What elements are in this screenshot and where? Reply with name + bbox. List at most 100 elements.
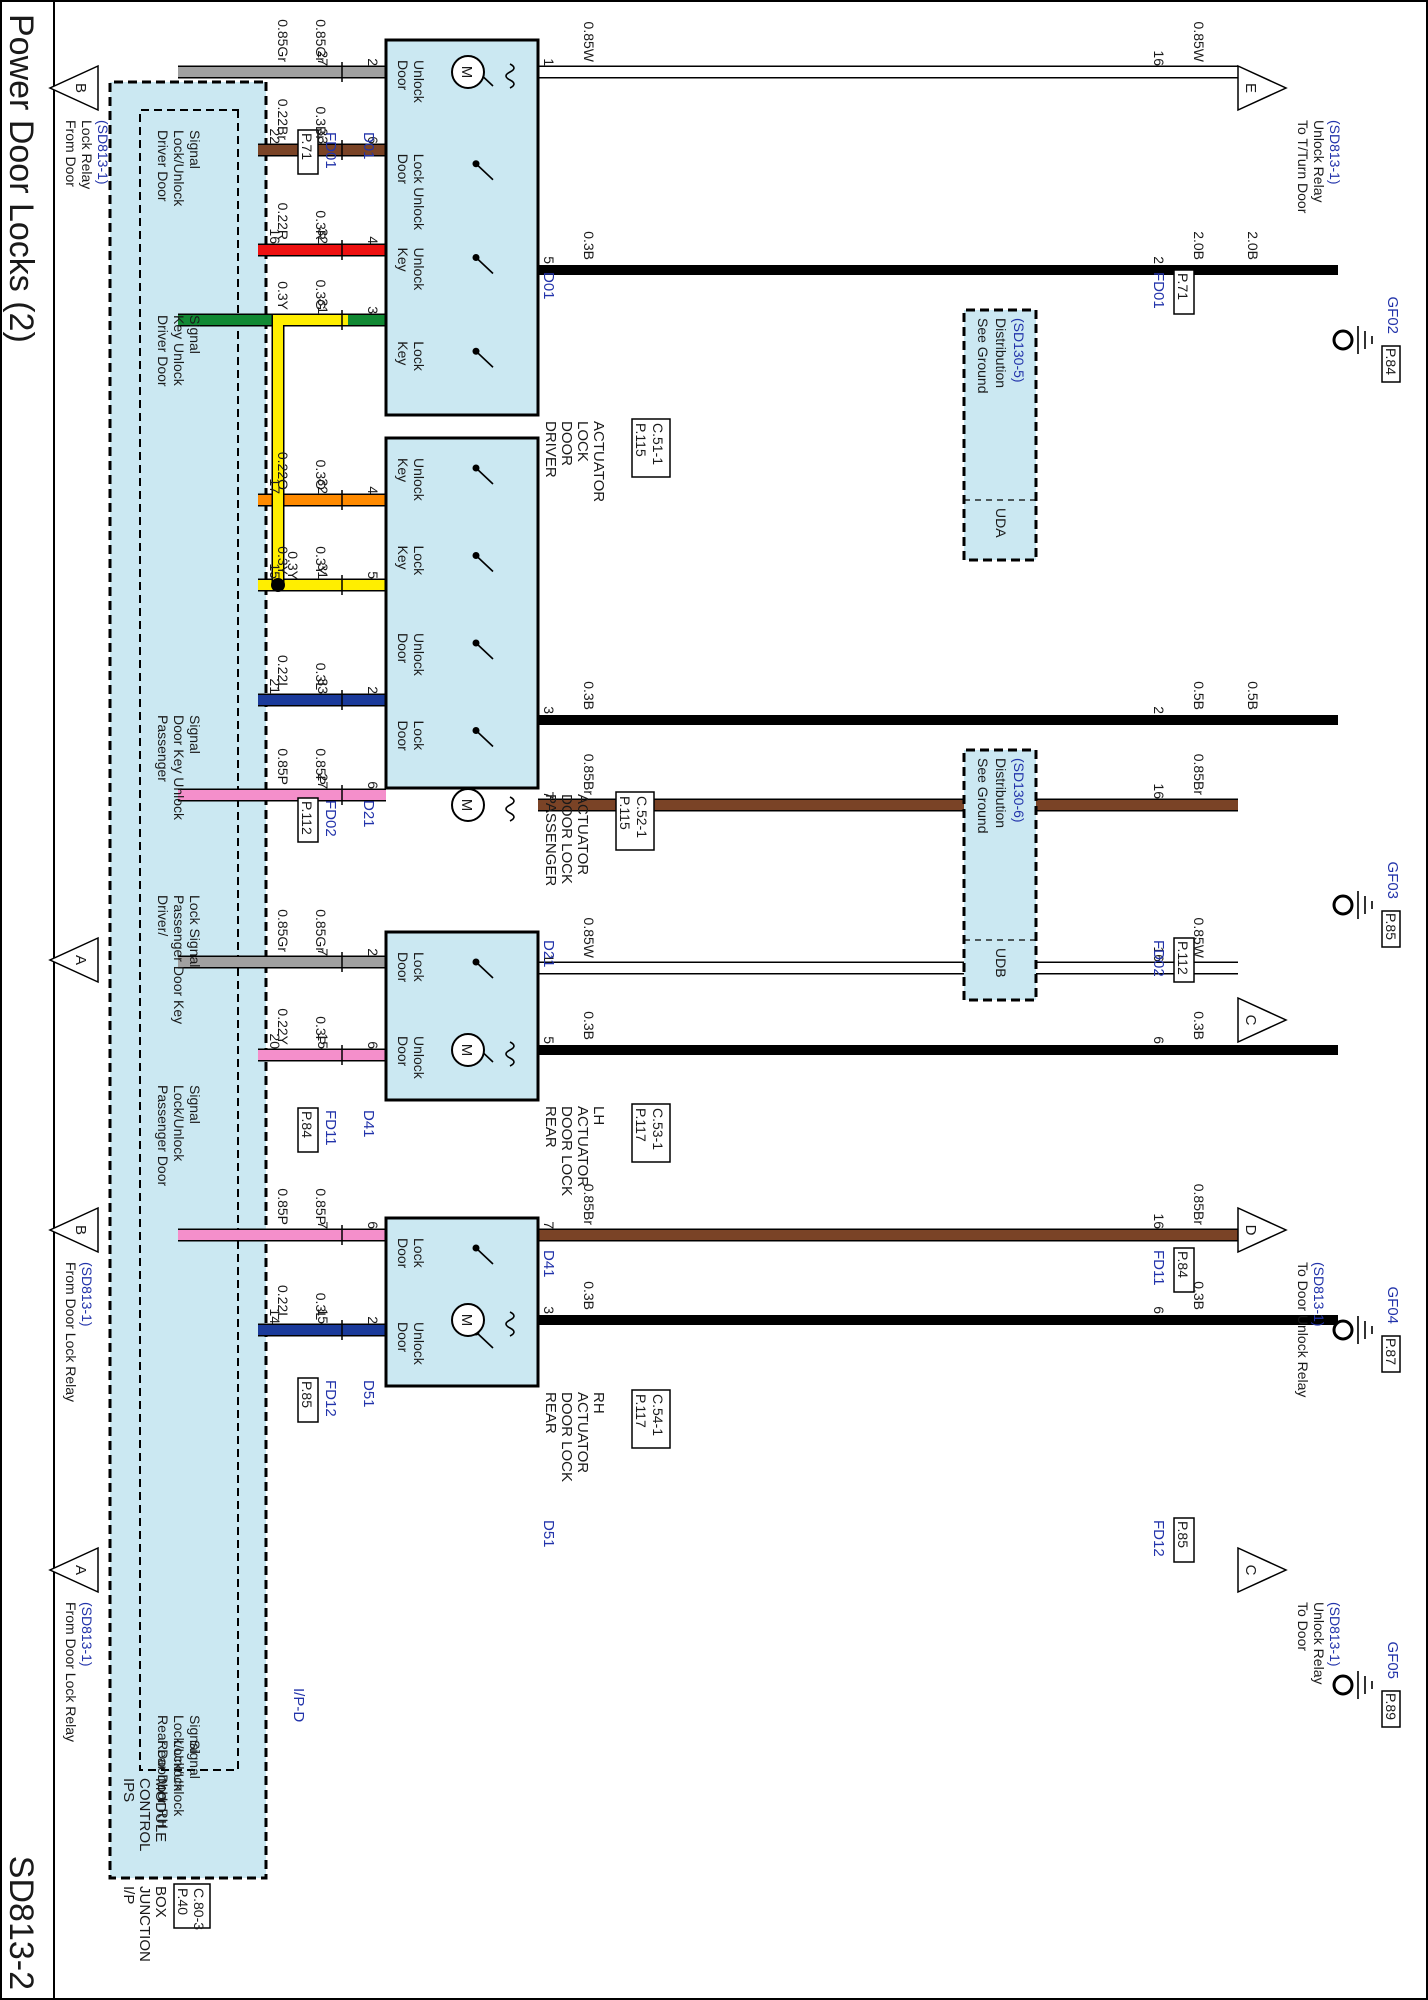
wire-yellow-branch-label: 0.3Y [285,551,301,580]
switch-label-2-3-2: Unlock [411,633,427,677]
switch-label-3-1-2: Lock [411,952,427,983]
pin-mod-6: 15 [267,563,283,579]
coil-symbol-3 [505,1041,515,1067]
module-inner-line-1: IPS [120,1778,137,1802]
pin-act-bottom-3: 3 [541,706,557,714]
ground-dist-ref-1: (SD130-5) [1011,318,1027,383]
ref-top-src-1: (SD813-1) [95,120,111,185]
actuator-label-2-3: ACTUATOR [574,794,591,875]
conn-page-bottom-4: P.85 [1175,1521,1191,1548]
ground-name-1: GF02 [1384,296,1401,334]
ref-top-line-1-1: From Door [63,120,79,187]
switch-label-2-2-2: Lock [411,546,427,577]
actuator-ref-conn-1: C.51-1 [650,423,666,465]
actuator-label-4-1: REAR [542,1392,559,1434]
ground-name-4: GF05 [1384,1641,1401,1679]
ref-top-line-1-2: Lock Relay [79,120,95,189]
switch-label-2-4-1: Door [395,721,411,752]
ref-letter-top-1: B [72,83,89,93]
pin-mod-12: 14 [267,1308,283,1324]
page-title: Power Door Locks (2) [2,14,40,343]
motor-letter-2: M [458,799,475,812]
switch-label-4-1-1: Door [395,1238,411,1269]
ref-letter-bottom-2: C [1242,1015,1259,1026]
wire-bottom-label-a-4: 0.85Br [581,754,597,796]
module-signal-6-3: Signal [187,1715,203,1754]
wire-yellow-branch [273,315,348,585]
switch-contact-4-1 [475,1247,494,1265]
module-signal-1-3: Signal [187,130,203,169]
pin-fd-bottom-7: 16 [1151,1213,1167,1229]
ref-triangle-top-4 [48,1546,99,1594]
pin-fd-bottom-5: 16 [1151,946,1167,962]
pin-act-top-10: 6 [365,1041,381,1049]
wire-label-a-11: 0.85P [313,1188,329,1225]
pin-act-top-4: 3 [365,306,381,314]
wire-bottom-label-a-6: 0.3B [581,1011,597,1040]
ground-dist-line-1-1: See Ground [975,318,991,394]
module-signal-1-1: Driver Door [155,130,171,202]
actuator-label-2-1: PASSENGER [542,794,559,886]
pin-act-bottom-6: 5 [541,1036,557,1044]
module-signal-6-1: Rear Door LH [155,1715,171,1801]
conn-page-bottom-2: P.112 [1175,941,1191,975]
ref-bottom-line-1-2: Unlock Relay [1311,120,1327,202]
switch-label-1-4-2: Lock [411,341,427,372]
switch-contact-1-4 [475,350,494,368]
switch-label-1-4-1: Key [395,341,411,365]
pin-act-bottom-8: 3 [541,1306,557,1314]
actuator-box-1 [384,38,540,417]
actuator-ref-page-4: P.117 [633,1394,649,1428]
actuator-ref-box-2 [615,791,655,851]
pin-mod-5: 17 [267,478,283,494]
switch-label-3-2-1: Door [395,1036,411,1067]
motor-symbol-4 [451,1303,485,1337]
wire-label-b-7: 0.22L [275,655,291,690]
conn-page-box-bottom-4 [1173,1517,1195,1563]
wire-bottom-label-b-4: 0.85Br [1191,754,1207,796]
actuator-label-3-2: DOOR LOCK [558,1106,575,1196]
wire-label-a-5: 0.3O [313,460,329,490]
conn-fd-top-1: FD01 [322,132,339,169]
switch-label-1-1-2: Unlock [411,60,427,104]
ground-page-box-1 [1381,345,1401,383]
motor-symbol-1 [451,55,485,89]
module-inner-line-2: CONTROL [136,1778,153,1851]
pin-fd-top-10: 15 [315,1033,331,1049]
ref-letter-top-4: A [72,1565,89,1575]
switch-contact-1-2 [475,163,494,181]
switch-label-4-2-1: Door [395,1322,411,1353]
wire-label-b-11: 0.85P [275,1188,291,1225]
pin-act-top-3: 4 [365,236,381,244]
ref-bottom-line-3-1: To Door Unlock Relay [1295,1262,1311,1397]
module-signal-5-2: Lock/Unlock [171,1085,187,1162]
coil-symbol-2 [505,796,515,822]
module-signal-2-3: Signal [187,315,203,354]
switch-pivot-2-4 [472,727,480,734]
switch-contact-3-1 [475,961,494,979]
ground-dist-box-1 [962,308,1038,562]
motor-letter-4: M [458,1314,475,1327]
actuator-label-1-2: DOOR [558,421,575,466]
conn-page-top-1: P.71 [299,133,315,160]
ground-dist-line-2-1: See Ground [975,758,991,834]
wire-bottom-label-b-8: 0.3B [1191,1281,1207,1310]
ref-letter-bottom-1: E [1242,83,1259,93]
pin-mod-2: 22 [267,128,283,144]
ground-page-4: P.89 [1383,1693,1399,1720]
module-signal-5-3: Signal [187,1085,203,1124]
actuator-ref-conn-4: C.54-1 [650,1394,666,1436]
conn-act-top-3: D41 [360,1110,377,1138]
wire-bottom-label-b-7: 0.85Br [1191,1184,1207,1226]
module-signal-3-2: Door Key Unlock [171,715,187,821]
wire-label-a-2: 0.3Br [313,107,329,141]
switch-label-3-2-2: Unlock [411,1036,427,1080]
switch-pivot-2-3 [472,639,480,647]
wire-bottom-label-b-3: 0.5B [1191,681,1207,710]
switch-contact-2-2 [475,554,494,573]
ref-top-src-4: (SD813-1) [79,1602,95,1667]
pin-act-top-7: 2 [365,686,381,694]
module-label: IPS CONTROL MODULE I/P JUNCTION BOX P.40… [120,1688,307,1962]
pin-fd-top-4: 31 [315,298,331,314]
switch-pivot-4-1 [472,1244,480,1252]
